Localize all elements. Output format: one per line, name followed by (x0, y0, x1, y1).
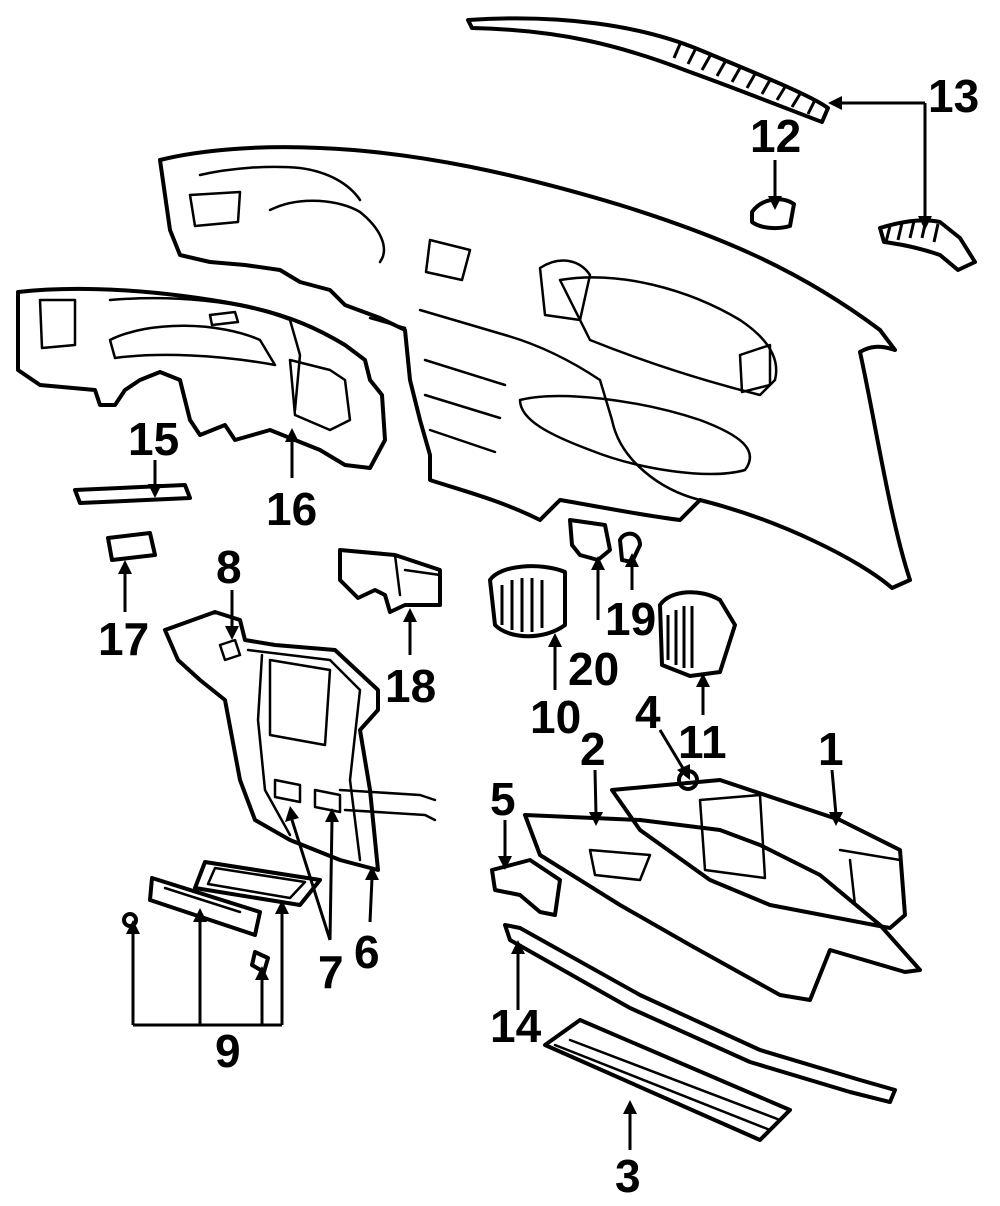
callout-labels: 1 2 3 4 5 6 7 8 9 10 11 12 13 14 15 16 1… (98, 70, 979, 1202)
callout-3: 3 (615, 1150, 641, 1202)
callout-18: 18 (385, 660, 436, 712)
part-6-center-bezel (163, 610, 437, 872)
callout-9: 9 (215, 1025, 241, 1077)
part-17-switch (106, 531, 157, 562)
callout-2: 2 (580, 723, 606, 775)
part-14-trim-strip (503, 923, 897, 1104)
callout-4: 4 (635, 686, 661, 738)
part-9-ashtray (122, 860, 322, 974)
leader-lines (118, 96, 932, 1150)
callout-6: 6 (354, 926, 380, 978)
part-13-defroster-duct (466, 16, 977, 272)
callout-1: 1 (818, 723, 844, 775)
callout-8: 8 (216, 541, 242, 593)
part-11-vent (658, 590, 737, 678)
callout-17: 17 (98, 613, 149, 665)
callout-20: 20 (568, 643, 619, 695)
part-15-trim-strip (73, 483, 192, 505)
callout-11: 11 (678, 716, 727, 768)
part-10-vent (488, 564, 567, 639)
callout-14: 14 (490, 1000, 542, 1052)
part-12-grille (750, 197, 796, 231)
callout-10: 10 (530, 691, 581, 743)
part-18-module (338, 548, 442, 614)
instrument-panel-main (158, 145, 912, 590)
part-1-glove-box-bin (610, 778, 907, 930)
part-16-cluster-bezel (16, 286, 387, 470)
callout-7: 7 (318, 946, 344, 998)
callout-12: 12 (750, 110, 801, 162)
part-5-latch (490, 858, 562, 917)
callout-15: 15 (128, 413, 179, 465)
callout-13: 13 (928, 70, 979, 122)
callout-5: 5 (490, 773, 516, 825)
part-3-lower-panel (543, 1018, 792, 1142)
callout-19: 19 (605, 593, 656, 645)
part-2-glove-box-door (523, 813, 922, 1002)
callout-16: 16 (266, 483, 317, 535)
part-20-clip (568, 518, 612, 562)
